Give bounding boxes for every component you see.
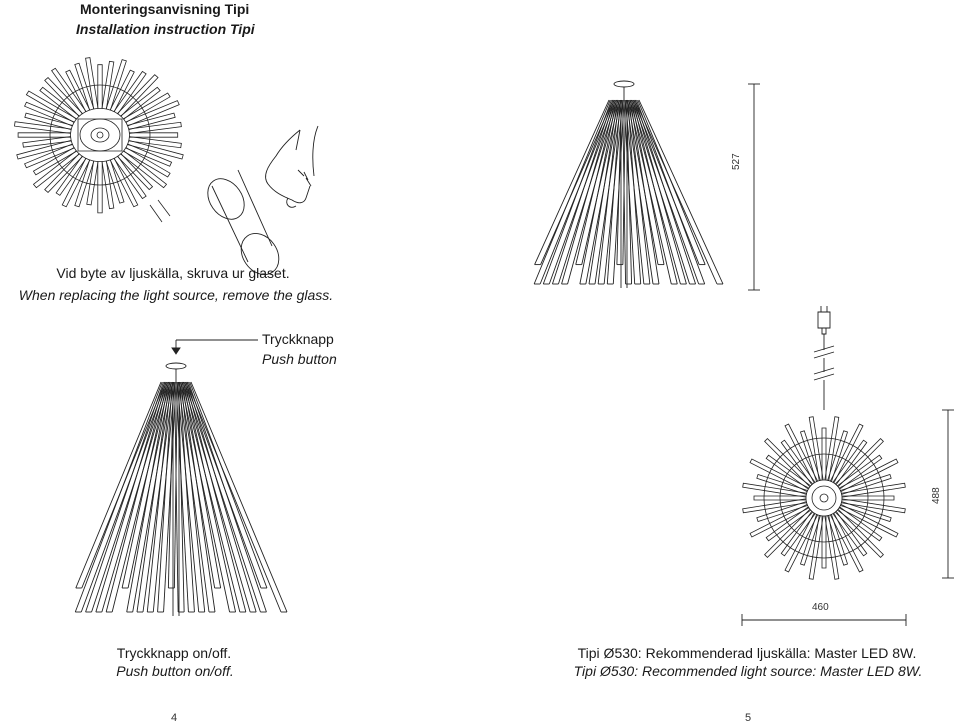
page-number-right: 5: [745, 712, 752, 724]
onoff-note-sv: Tryckknapp on/off.: [116, 645, 232, 661]
push-button-label-sv: Tryckknapp: [262, 331, 334, 347]
width-dimension-top: 460: [812, 602, 829, 613]
onoff-note-en: Push button on/off.: [116, 663, 234, 679]
recommendation-sv: Tipi Ø530: Rekommenderad ljuskälla: Mast…: [577, 645, 917, 661]
page-number-left: 4: [171, 712, 178, 724]
replace-note-en: When replacing the light source, remove …: [18, 287, 334, 303]
height-dimension-line: [748, 84, 760, 290]
page-title: Monteringsanvisning Tipi: [80, 1, 250, 17]
height-dimension-top: 488: [931, 487, 942, 504]
dimension-lines: [742, 410, 954, 626]
plug-and-cord: [814, 306, 834, 410]
replace-note-sv: Vid byte av ljuskälla, skruva ur glaset.: [56, 265, 290, 281]
hand-illustration: [266, 126, 318, 207]
push-button-label-en: Push button: [262, 351, 337, 367]
recommendation-en: Tipi Ø530: Recommended light source: Mas…: [573, 663, 923, 679]
page-subtitle: Installation instruction Tipi: [76, 21, 255, 37]
